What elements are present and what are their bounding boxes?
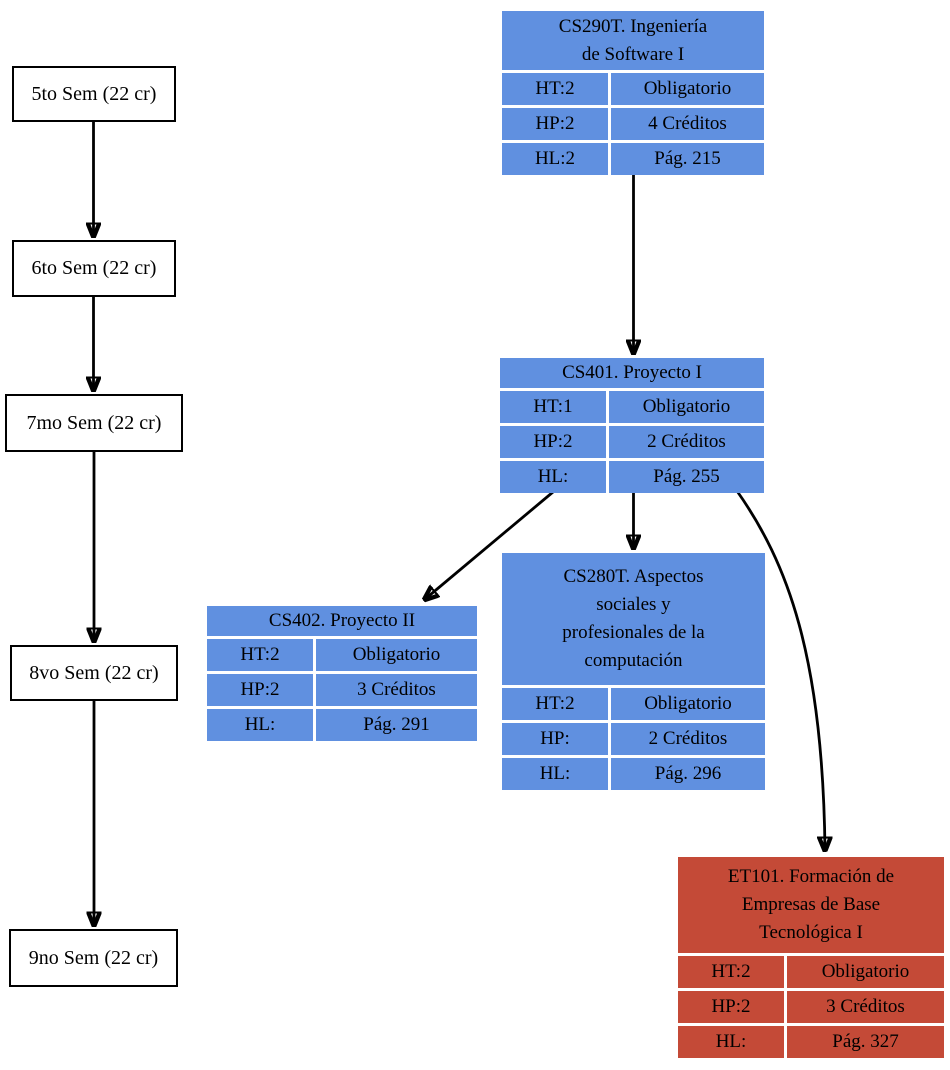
course-hp-cell: HP:2 bbox=[500, 426, 606, 458]
semester-label: 8vo Sem (22 cr) bbox=[29, 661, 159, 684]
course-hl-cell: HL: bbox=[500, 461, 606, 493]
course-title: CS290T. Ingeniería de Software I bbox=[502, 11, 764, 70]
semester-label: 6to Sem (22 cr) bbox=[31, 257, 157, 279]
course-type-cell: Obligatorio bbox=[787, 956, 944, 988]
course-credits-cell: 2 Créditos bbox=[611, 723, 765, 755]
course-hl-cell: HL:2 bbox=[502, 143, 608, 175]
course-title: ET101. Formación de Empresas de Base Tec… bbox=[678, 857, 944, 953]
course-ht-cell: HT:1 bbox=[500, 391, 606, 423]
course-credits-cell: 4 Créditos bbox=[611, 108, 764, 140]
course-node-et101: ET101. Formación de Empresas de Base Tec… bbox=[678, 857, 944, 1058]
course-page-cell: Pág. 291 bbox=[316, 709, 477, 741]
course-hl-cell: HL: bbox=[502, 758, 608, 790]
course-ht-cell: HT:2 bbox=[502, 688, 608, 720]
semester-label: 5to Sem (22 cr) bbox=[31, 82, 157, 105]
course-page-cell: Pág. 255 bbox=[609, 461, 764, 493]
course-node-cs402: CS402. Proyecto II HT:2 Obligatorio HP:2… bbox=[207, 606, 477, 741]
course-node-cs280t: CS280T. Aspectos sociales y profesionale… bbox=[502, 553, 765, 790]
course-title: CS402. Proyecto II bbox=[207, 606, 477, 636]
course-type-cell: Obligatorio bbox=[611, 73, 764, 105]
course-hl-cell: HL: bbox=[678, 1026, 784, 1058]
course-type-cell: Obligatorio bbox=[611, 688, 765, 720]
semester-node-7: 7mo Sem (22 cr) bbox=[5, 394, 183, 452]
course-hp-cell: HP: bbox=[502, 723, 608, 755]
semester-label: 7mo Sem (22 cr) bbox=[26, 411, 162, 434]
course-hp-cell: HP:2 bbox=[678, 991, 784, 1023]
semester-node-6: 6to Sem (22 cr) bbox=[12, 240, 176, 297]
course-ht-cell: HT:2 bbox=[678, 956, 784, 988]
course-ht-cell: HT:2 bbox=[207, 639, 313, 671]
course-hp-cell: HP:2 bbox=[502, 108, 608, 140]
semester-node-5: 5to Sem (22 cr) bbox=[12, 66, 176, 122]
course-page-cell: Pág. 215 bbox=[611, 143, 764, 175]
course-title: CS401. Proyecto I bbox=[500, 358, 764, 388]
course-node-cs401: CS401. Proyecto I HT:1 Obligatorio HP:2 … bbox=[500, 358, 764, 493]
course-ht-cell: HT:2 bbox=[502, 73, 608, 105]
semester-node-8: 8vo Sem (22 cr) bbox=[10, 645, 178, 701]
course-title: CS280T. Aspectos sociales y profesionale… bbox=[502, 553, 765, 685]
course-type-cell: Obligatorio bbox=[609, 391, 764, 423]
course-credits-cell: 3 Créditos bbox=[316, 674, 477, 706]
semester-label: 9no Sem (22 cr) bbox=[28, 946, 159, 969]
course-hp-cell: HP:2 bbox=[207, 674, 313, 706]
edge-cs401-et101 bbox=[735, 490, 825, 851]
course-credits-cell: 2 Créditos bbox=[609, 426, 764, 458]
semester-node-9: 9no Sem (22 cr) bbox=[9, 929, 178, 987]
course-credits-cell: 3 Créditos bbox=[787, 991, 944, 1023]
course-node-cs290t: CS290T. Ingeniería de Software I HT:2 Ob… bbox=[502, 11, 764, 175]
course-page-cell: Pág. 296 bbox=[611, 758, 765, 790]
course-hl-cell: HL: bbox=[207, 709, 313, 741]
edge-cs401-cs402 bbox=[424, 490, 554, 600]
course-page-cell: Pág. 327 bbox=[787, 1026, 944, 1058]
course-type-cell: Obligatorio bbox=[316, 639, 477, 671]
